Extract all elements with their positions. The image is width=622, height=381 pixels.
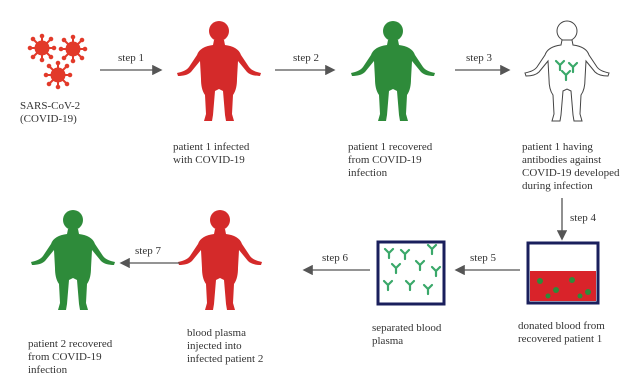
patient1-antibodies-figure: [524, 20, 610, 122]
step-7-label: step 7: [135, 245, 161, 257]
patient1-infected-figure: [177, 21, 261, 121]
blood-container-icon: [526, 241, 600, 305]
plasma-container-icon: [376, 240, 446, 306]
step-4-label: step 4: [570, 212, 596, 224]
patient2-recovered-figure: [31, 210, 115, 310]
patient1-recovered-figure: [351, 21, 435, 121]
plasma-injected-label: blood plasma injected into infected pati…: [187, 327, 264, 365]
patient1-infected-label: patient 1 infected with COVID-19: [173, 141, 250, 166]
step-2-label: step 2: [293, 52, 319, 64]
virus-icon: [27, 33, 88, 90]
step-1-label: step 1: [118, 52, 144, 64]
separated-plasma-label: separated blood plasma: [372, 322, 442, 347]
step-5-label: step 5: [470, 252, 496, 264]
step-3-label: step 3: [466, 52, 492, 64]
patient1-recovered-label: patient 1 recovered from COVID-19 infect…: [348, 141, 433, 179]
donated-blood-label: donated blood from recovered patient 1: [518, 320, 605, 345]
virus-label: SARS-CoV-2 (COVID-19): [20, 100, 81, 125]
patient2-recovered-label: patient 2 recovered from COVID-19 infect…: [28, 338, 113, 376]
patient1-antibodies-label: patient 1 having antibodies against COVI…: [522, 141, 620, 192]
patient2-infected-figure: [178, 210, 262, 310]
step-6-label: step 6: [322, 252, 348, 264]
